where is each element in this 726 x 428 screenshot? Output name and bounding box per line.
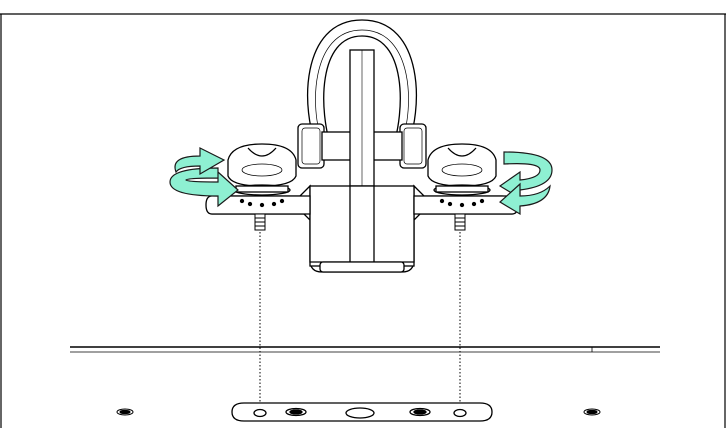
right-threaded-stud <box>454 213 466 231</box>
rotate-clockwise-arrow-icon <box>498 151 553 216</box>
rotate-counterclockwise-arrow-icon <box>169 147 239 208</box>
base-bracket <box>205 184 519 273</box>
surface-screw-left <box>116 408 134 416</box>
right-thumb-knob <box>427 143 497 208</box>
left-threaded-stud <box>254 213 266 231</box>
frame <box>0 13 726 428</box>
mounting-surface <box>70 346 660 353</box>
shackle <box>297 19 427 169</box>
surface-screw-right <box>583 408 601 416</box>
mounting-plate <box>231 402 493 422</box>
